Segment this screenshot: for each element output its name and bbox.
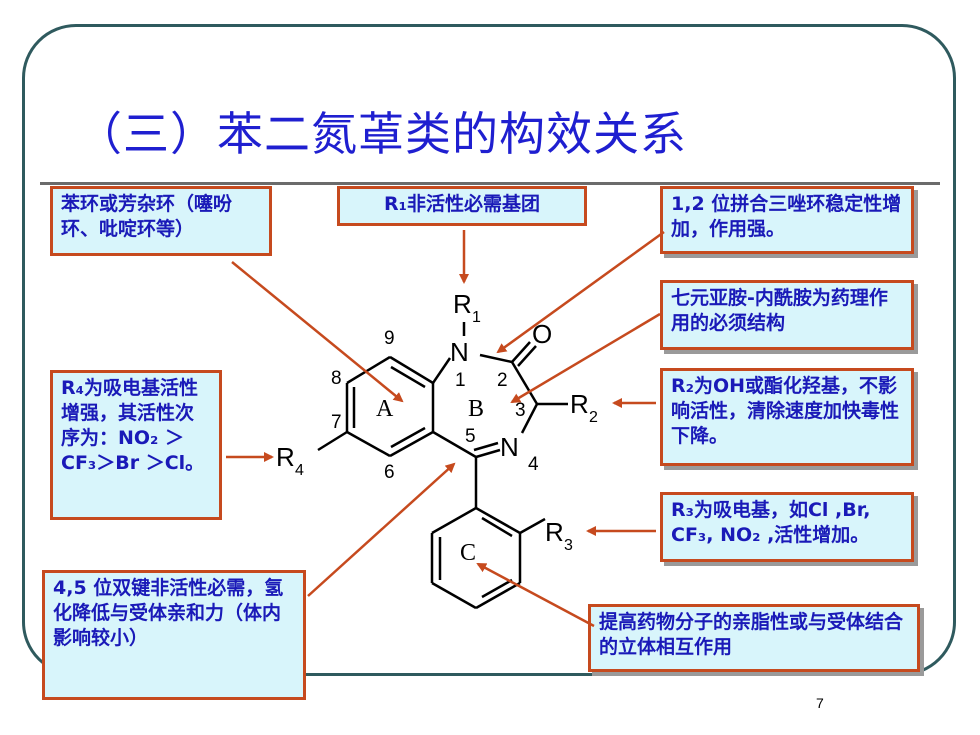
arrow-triazole bbox=[496, 230, 665, 354]
arrow-lipophilic bbox=[476, 562, 595, 628]
position-5: 5 bbox=[465, 426, 476, 447]
callout-r1: R₁非活性必需基团 bbox=[337, 186, 587, 226]
atom-n4-index: 4 bbox=[528, 454, 539, 475]
ring-b-label: B bbox=[468, 396, 484, 422]
substituent-r1: R bbox=[453, 289, 472, 319]
ring-c bbox=[430, 457, 546, 610]
position-6: 6 bbox=[384, 462, 395, 483]
callout-double-bond: 4,5 位双键非活性必需，氢化降低与受体亲和力（体内影响较小） bbox=[42, 570, 306, 700]
substituent-r3: R bbox=[545, 517, 564, 547]
substituent-r2-index: 2 bbox=[589, 409, 598, 426]
callout-r2: R₂为OH或酯化羟基，不影响活性，清除速度加快毒性下降。 bbox=[660, 368, 914, 466]
position-8: 8 bbox=[331, 368, 342, 389]
position-1: 1 bbox=[455, 370, 466, 391]
atom-n1: N bbox=[450, 337, 469, 367]
slide-frame bbox=[22, 24, 956, 676]
position-2: 2 bbox=[497, 370, 508, 391]
arrow-lactam bbox=[510, 312, 661, 404]
position-7: 7 bbox=[331, 412, 342, 433]
position-3: 3 bbox=[515, 400, 526, 421]
atom-o: O bbox=[532, 319, 552, 349]
callout-lipophilic: 提高药物分子的亲脂性或与受体结合的立体相互作用 bbox=[588, 604, 920, 672]
atom-n4: N bbox=[500, 432, 519, 462]
arrow-double-bond bbox=[307, 462, 456, 597]
callout-r3: R₃为吸电基，如Cl ,Br, CF₃, NO₂ ,活性增加。 bbox=[660, 492, 914, 562]
position-9: 9 bbox=[384, 328, 395, 349]
callout-lactam: 七元亚胺-内酰胺为药理作用的必须结构 bbox=[660, 280, 914, 350]
ring-a bbox=[345, 355, 435, 458]
substituent-r1-index: 1 bbox=[472, 309, 481, 326]
callout-aromatic-ring: 苯环或芳杂环（噻吩环、吡啶环等） bbox=[50, 186, 272, 256]
ring-a-label: A bbox=[376, 396, 394, 422]
callout-r4: R₄为吸电基活性增强，其活性次序为：NO₂ ＞CF₃＞Br ＞Cl。 bbox=[50, 370, 222, 520]
callout-triazole: 1,2 位拼合三唑环稳定性增加，作用强。 bbox=[660, 186, 914, 254]
page-number: 7 bbox=[816, 695, 824, 711]
ring-c-label: C bbox=[460, 540, 476, 566]
substituent-r3-index: 3 bbox=[564, 537, 573, 554]
substituent-r4: R bbox=[276, 442, 295, 472]
substituent-r4-index: 4 bbox=[295, 462, 304, 479]
slide-title: （三）苯二氮䓬类的构效关系 bbox=[76, 107, 687, 161]
substituent-r2: R bbox=[570, 389, 589, 419]
title-divider bbox=[40, 182, 940, 185]
ring-b bbox=[317, 322, 568, 459]
arrow-aromatic bbox=[231, 261, 404, 403]
